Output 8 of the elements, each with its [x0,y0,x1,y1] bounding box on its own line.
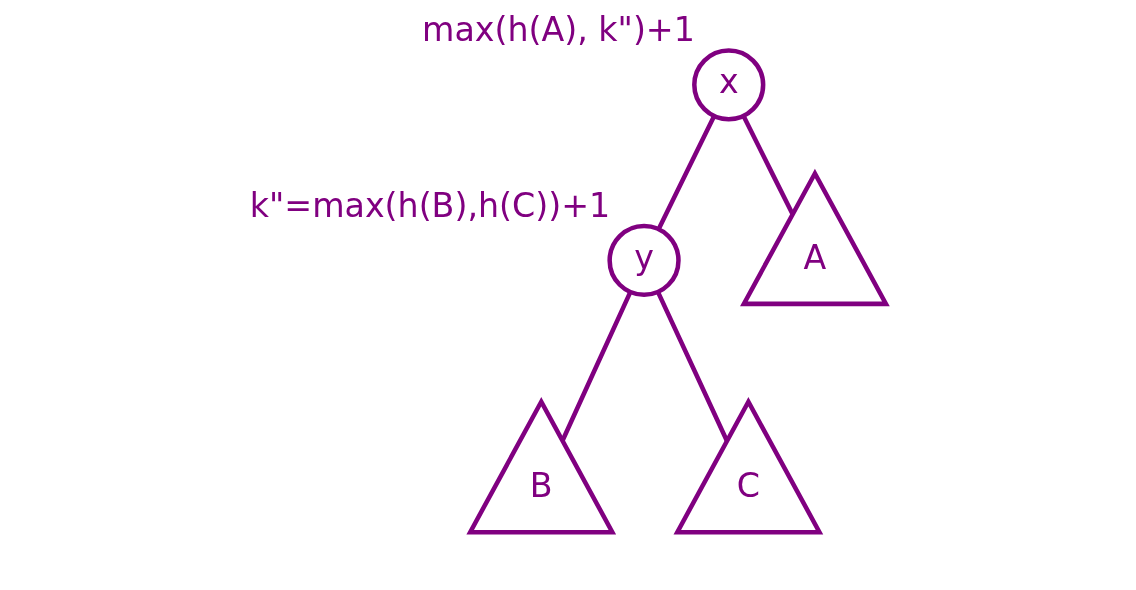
node-circle: x [692,48,766,122]
node-circle: y [607,223,681,298]
connector [656,115,717,231]
connector [560,290,633,442]
connector [655,290,729,442]
node-label: k"=max(h(B),h(C))+1 [249,185,611,225]
connector [741,115,795,216]
node-label: max(h(A), k")+1 [422,9,695,49]
